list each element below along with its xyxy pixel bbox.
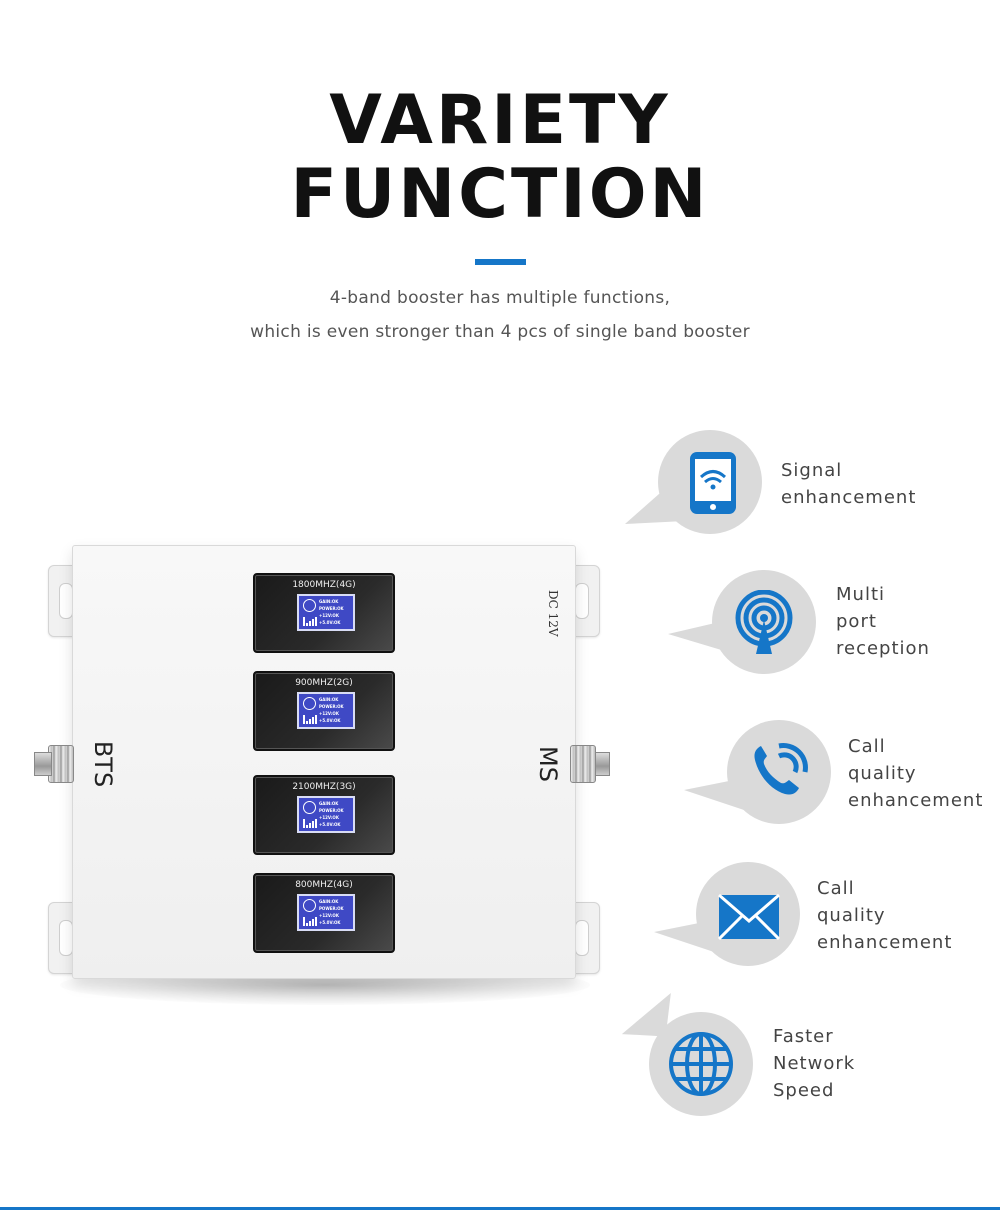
band-label: 800MHZ(4G) bbox=[295, 880, 353, 890]
lcd-status-line: POWER:OK bbox=[319, 606, 344, 611]
lcd-status-line: +5.0V:OK bbox=[319, 822, 341, 827]
lcd-status-line: +12V:OK bbox=[319, 613, 339, 618]
lcd-status-line: GAIN:OK bbox=[319, 599, 339, 604]
lcd-status-line: +12V:OK bbox=[319, 711, 339, 716]
subtitle-line-1: 4-band booster has multiple functions, bbox=[329, 288, 671, 308]
lcd-screen: GAIN:OK POWER:OK +12V:OK +5.0V:OK bbox=[297, 796, 355, 833]
bts-port-label: BTS bbox=[89, 740, 118, 788]
feature-bubble-antenna bbox=[712, 570, 816, 674]
globe-icon bbox=[668, 1031, 734, 1101]
lcd-screen: GAIN:OK POWER:OK +12V:OK +5.0V:OK bbox=[297, 894, 355, 931]
lcd-screen: GAIN:OK POWER:OK +12V:OK +5.0V:OK bbox=[297, 692, 355, 729]
lcd-status-line: +5.0V:OK bbox=[319, 920, 341, 925]
feature-bubble-signal bbox=[658, 430, 762, 534]
lcd-status-line: POWER:OK bbox=[319, 704, 344, 709]
band-label: 1800MHZ(4G) bbox=[292, 580, 356, 590]
title-line-1: VARIETY bbox=[329, 81, 671, 160]
lcd-screen: GAIN:OK POWER:OK +12V:OK +5.0V:OK bbox=[297, 594, 355, 631]
feature-bubble-call bbox=[727, 720, 831, 824]
lcd-signal-bars-icon bbox=[303, 617, 319, 626]
phone-call-icon bbox=[745, 738, 813, 810]
subtitle-line-2: which is even stronger than 4 pcs of sin… bbox=[250, 322, 750, 342]
bts-connector bbox=[34, 742, 74, 784]
phone-wifi-icon bbox=[688, 450, 738, 520]
title-line-2: FUNCTION bbox=[290, 155, 710, 234]
lcd-status-line: POWER:OK bbox=[319, 906, 344, 911]
antenna-signal-icon bbox=[734, 589, 794, 660]
feature-bubble-message bbox=[696, 862, 800, 966]
lcd-status-line: GAIN:OK bbox=[319, 697, 339, 702]
lcd-signal-bars-icon bbox=[303, 819, 319, 828]
lcd-status-line: +12V:OK bbox=[319, 913, 339, 918]
ms-connector bbox=[570, 742, 610, 784]
feature-bubble-network bbox=[649, 1012, 753, 1116]
power-label: DC 12V bbox=[546, 590, 560, 637]
lcd-status-line: GAIN:OK bbox=[319, 899, 339, 904]
band-label: 900MHZ(2G) bbox=[295, 678, 353, 688]
lcd-status-line: GAIN:OK bbox=[319, 801, 339, 806]
lcd-globe-icon bbox=[303, 599, 316, 612]
lcd-globe-icon bbox=[303, 899, 316, 912]
lcd-status-line: +5.0V:OK bbox=[319, 620, 341, 625]
band-panel-1: 900MHZ(2G) GAIN:OK POWER:OK +12V:OK +5.0V:O… bbox=[253, 671, 395, 751]
lcd-status-line: POWER:OK bbox=[319, 808, 344, 813]
lcd-signal-bars-icon bbox=[303, 715, 319, 724]
title-accent-bar bbox=[475, 259, 526, 265]
band-panel-3: 800MHZ(4G) GAIN:OK POWER:OK +12V:OK +5.0V:O… bbox=[253, 873, 395, 953]
band-panel-2: 2100MHZ(3G) GAIN:OK POWER:OK +12V:OK +5.0V:… bbox=[253, 775, 395, 855]
lcd-globe-icon bbox=[303, 801, 316, 814]
envelope-icon bbox=[717, 893, 781, 944]
lcd-status-line: +12V:OK bbox=[319, 815, 339, 820]
ms-port-label: MS bbox=[533, 746, 562, 782]
lcd-status-line: +5.0V:OK bbox=[319, 718, 341, 723]
page-title: VARIETY FUNCTION bbox=[0, 84, 1000, 232]
lcd-globe-icon bbox=[303, 697, 316, 710]
band-label: 2100MHZ(3G) bbox=[292, 782, 356, 792]
lcd-signal-bars-icon bbox=[303, 917, 319, 926]
band-panel-0: 1800MHZ(4G) GAIN:OK POWER:OK +12V:OK +5.0V:… bbox=[253, 573, 395, 653]
bottom-accent-line bbox=[0, 1207, 1000, 1210]
